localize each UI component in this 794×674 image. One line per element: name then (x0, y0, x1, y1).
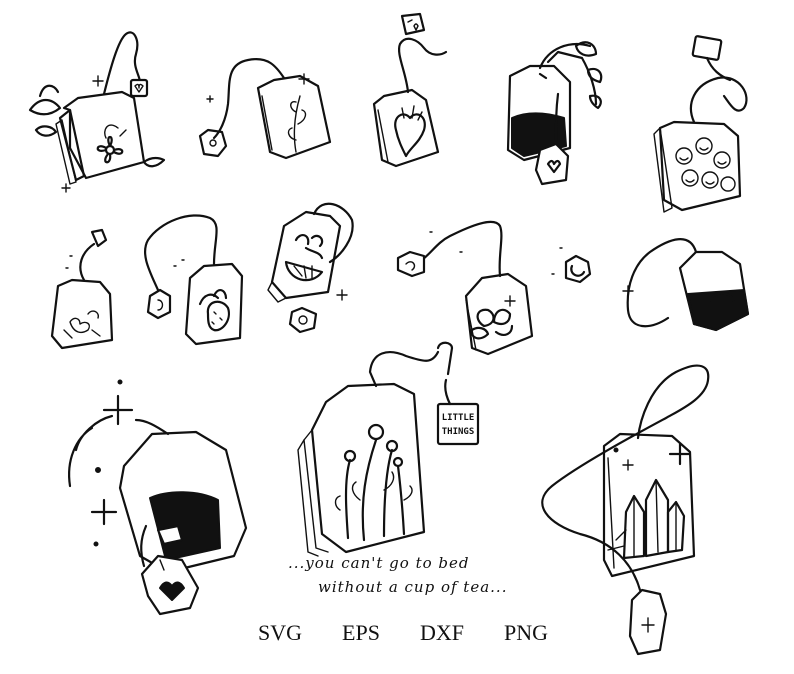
tea-bag-lavender (198, 58, 332, 160)
anatomical-heart-icon (394, 105, 426, 158)
citrus-slice-icon (284, 234, 324, 282)
tag-text-line1: LITTLE (442, 413, 475, 423)
quote-line-2: without a cup of tea... (318, 578, 508, 596)
tag-text-line2: THINGS (442, 427, 475, 437)
format-eps: EPS (342, 620, 380, 645)
tea-bag-smileys (653, 35, 748, 213)
format-png: PNG (503, 620, 548, 645)
tea-bag-floral-leaves (28, 31, 166, 193)
format-dxf: DXF (419, 620, 464, 645)
tea-bag-large-cup (68, 379, 248, 616)
crystals-icon (607, 478, 686, 560)
wildflowers-icon (334, 423, 413, 542)
tea-bag-filled-heart-tag (506, 41, 603, 186)
file-formats: SVG EPS DXF PNG (258, 620, 548, 646)
tea-bag-crystals (541, 364, 710, 656)
tea-bag-citrus (267, 202, 354, 334)
raspberry-icon (198, 289, 230, 332)
tea-bag-heart (372, 12, 448, 168)
format-svg: SVG (258, 620, 303, 645)
tea-bag-mint (396, 220, 534, 356)
tea-bag-wildflowers: LITTLE THINGS (297, 341, 480, 557)
tea-bag-moon (551, 238, 750, 332)
smiley-faces-icon (675, 137, 736, 192)
mint-leaves-icon (470, 308, 514, 340)
tea-bag-berry (143, 214, 244, 346)
tea-bag-small-floral (50, 228, 114, 350)
flower-icon (96, 124, 127, 164)
quote-line-1: ...you can't go to bed (288, 554, 470, 572)
